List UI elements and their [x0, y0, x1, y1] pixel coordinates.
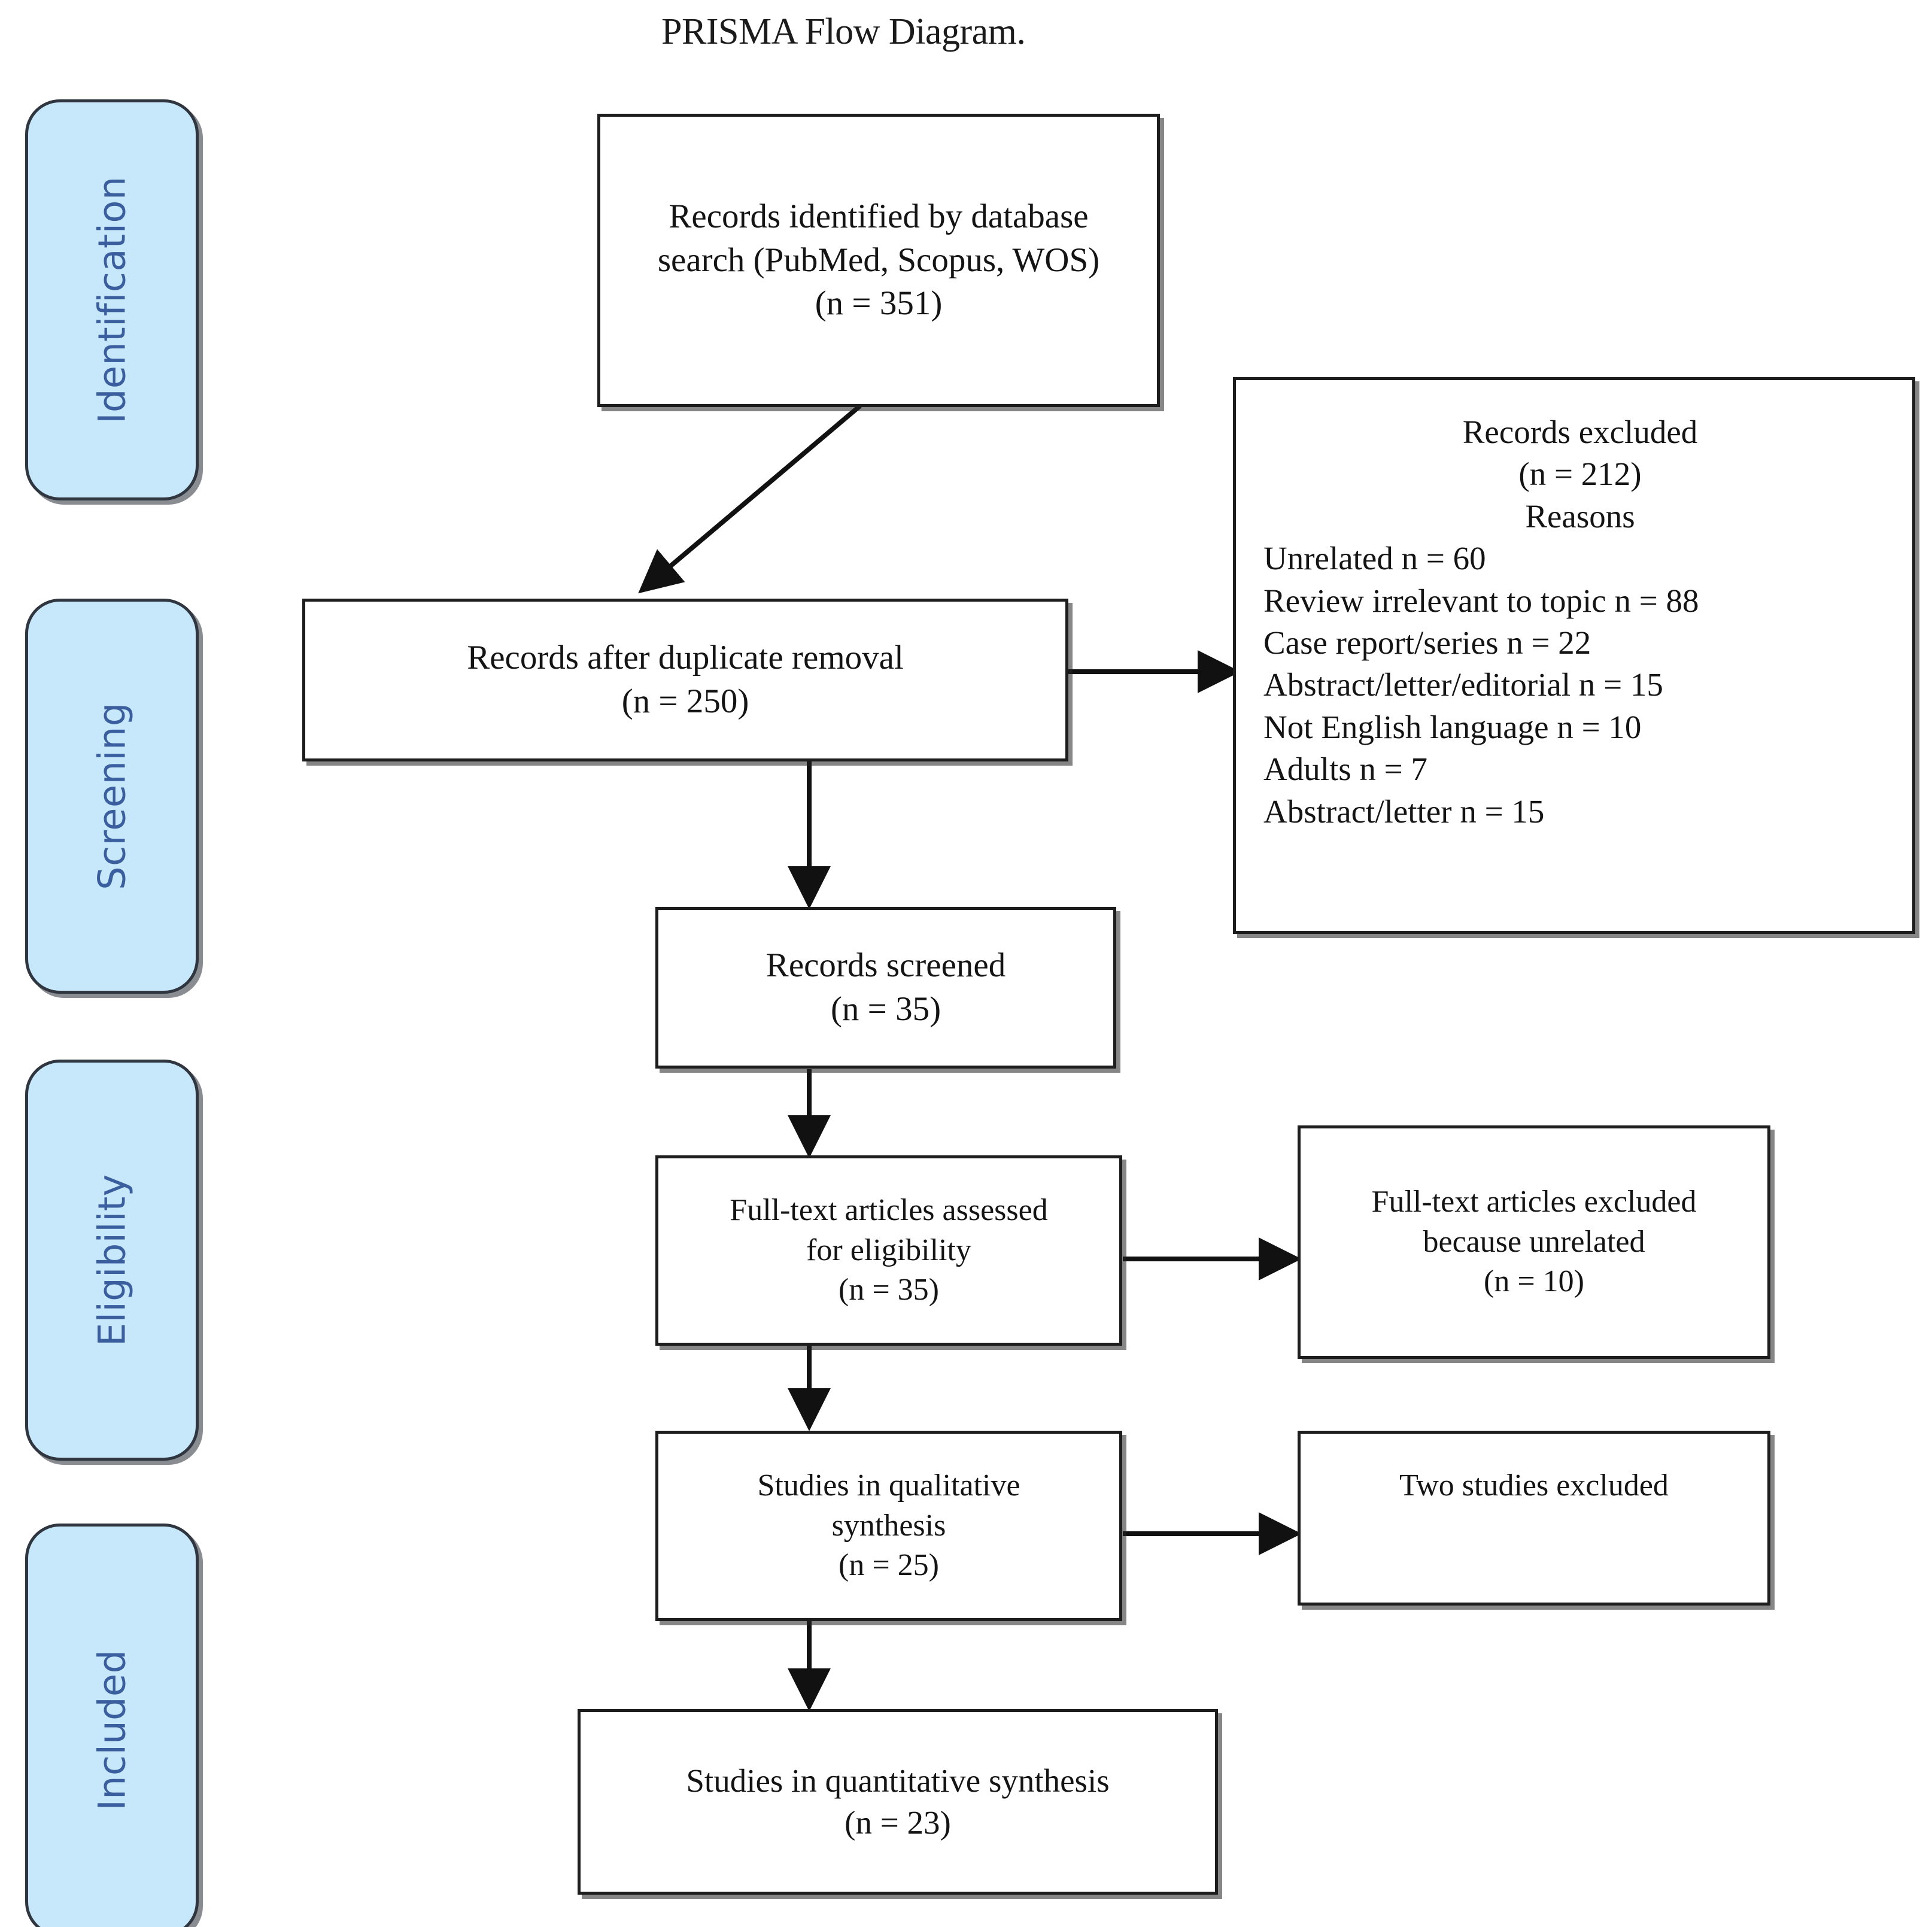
box-records-after-duplicates-line2: (n = 250)	[621, 682, 749, 720]
box-fulltext-assessed-line2: for eligibility	[806, 1233, 971, 1267]
exclusion-reason-abstract-letter: Abstract/letter n = 15	[1263, 793, 1545, 830]
box-qualitative-synthesis: Studies in qualitative synthesis (n = 25…	[655, 1431, 1122, 1621]
exclusion-reason-not-english: Not English language n = 10	[1263, 708, 1642, 745]
box-records-after-duplicates-line1: Records after duplicate removal	[467, 639, 904, 677]
stage-label-identification: Identification	[90, 176, 134, 424]
box-records-excluded-reasons-label: Reasons	[1525, 497, 1635, 535]
box-records-screened-line1: Records screened	[765, 946, 1006, 985]
box-two-studies-excluded-line1: Two studies excluded	[1399, 1468, 1669, 1503]
box-two-studies-excluded: Two studies excluded	[1298, 1431, 1770, 1606]
stage-pill-included: Included	[25, 1524, 199, 1927]
box-fulltext-excluded-line3: (n = 10)	[1484, 1264, 1584, 1299]
box-records-excluded-heading: Records excluded	[1462, 414, 1698, 450]
stage-pill-identification: Identification	[25, 99, 199, 500]
arrow-identified-to-duplicates	[638, 403, 862, 594]
box-records-identified-line1: Records identified by database	[669, 197, 1089, 235]
box-records-identified: Records identified by database search (P…	[597, 114, 1160, 407]
box-records-after-duplicates: Records after duplicate removal (n = 250…	[302, 599, 1068, 761]
stage-label-screening: Screening	[90, 702, 134, 890]
box-qualitative-synthesis-line3: (n = 25)	[839, 1548, 939, 1583]
box-qualitative-synthesis-line2: synthesis	[831, 1508, 946, 1543]
box-records-excluded-count: (n = 212)	[1518, 456, 1642, 493]
stage-label-eligibility: Eligibility	[90, 1174, 134, 1346]
box-quantitative-synthesis-line2: (n = 23)	[845, 1804, 951, 1841]
box-fulltext-excluded: Full-text articles excluded because unre…	[1298, 1125, 1770, 1359]
page-title: PRISMA Flow Diagram.	[661, 11, 1026, 52]
stage-pill-eligibility: Eligibility	[25, 1060, 199, 1461]
stage-label-included: Included	[90, 1649, 134, 1811]
box-records-excluded: Records excluded (n = 212) Reasons Unrel…	[1233, 377, 1915, 934]
box-quantitative-synthesis-line1: Studies in quantitative synthesis	[686, 1762, 1110, 1799]
box-fulltext-excluded-line2: because unrelated	[1423, 1224, 1645, 1259]
box-fulltext-assessed-line3: (n = 35)	[839, 1273, 939, 1307]
box-qualitative-synthesis-line1: Studies in qualitative	[757, 1468, 1020, 1503]
stage-pill-screening: Screening	[25, 599, 199, 994]
box-quantitative-synthesis: Studies in quantitative synthesis (n = 2…	[578, 1709, 1218, 1895]
box-records-screened: Records screened (n = 35)	[655, 907, 1116, 1069]
box-fulltext-excluded-line1: Full-text articles excluded	[1371, 1185, 1697, 1219]
exclusion-reason-case-report: Case report/series n = 22	[1263, 624, 1591, 661]
exclusion-reason-abstract-letter-editorial: Abstract/letter/editorial n = 15	[1263, 666, 1663, 703]
box-fulltext-assessed-line1: Full-text articles assessed	[730, 1193, 1048, 1228]
box-records-identified-line3: (n = 351)	[815, 284, 943, 323]
box-records-identified-line2: search (PubMed, Scopus, WOS)	[657, 241, 1100, 279]
exclusion-reason-unrelated: Unrelated n = 60	[1263, 540, 1486, 577]
exclusion-reason-adults: Adults n = 7	[1263, 751, 1427, 788]
exclusion-reason-review-irrelevant: Review irrelevant to topic n = 88	[1263, 582, 1699, 619]
box-records-screened-line2: (n = 35)	[830, 990, 941, 1028]
box-fulltext-assessed: Full-text articles assessed for eligibil…	[655, 1155, 1122, 1346]
